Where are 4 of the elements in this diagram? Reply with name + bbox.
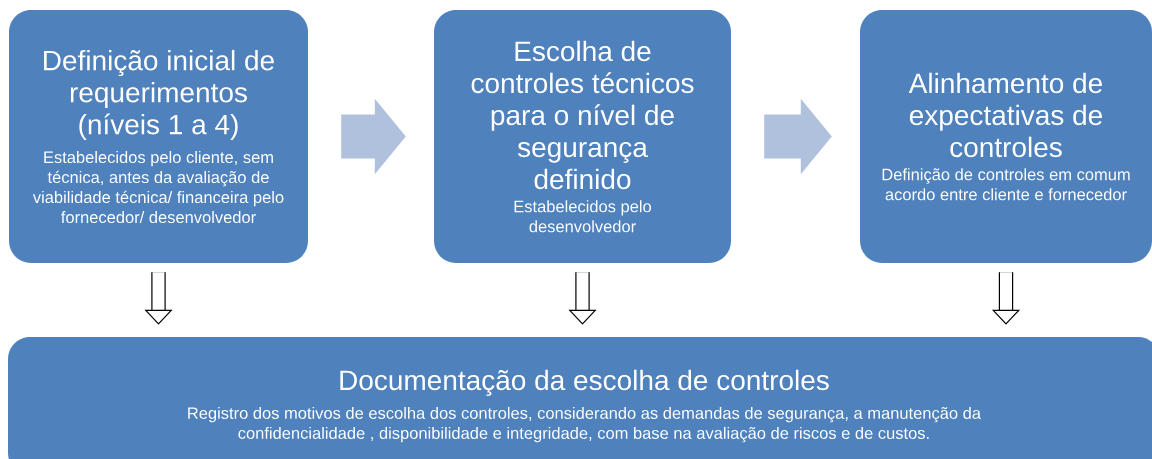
process-box: Alinhamento de expectativas de controles Definição de controles em comum acordo entre cliente e fornecedor	[860, 10, 1152, 263]
process-box: Definição inicial de requerimentos (níveis 1 a 4) Estabelecidos pelo cliente, sem técnica, antes da avaliação de viabilidade técnica/ financeira pelo fornecedor/ desenvolvedor	[9, 10, 308, 263]
process-box: Documentação da escolha de controles Registro dos motivos de escolha dos controles, considerando as demandas de segurança, a manutenção da confidencialidade , disponibilidade e integridade, com base na avaliação de riscos e de custos.	[8, 337, 1152, 459]
process-box: Escolha de controles técnicos para o nível de segurança definido Estabelecidos pelo desenvolvedor	[434, 10, 731, 263]
